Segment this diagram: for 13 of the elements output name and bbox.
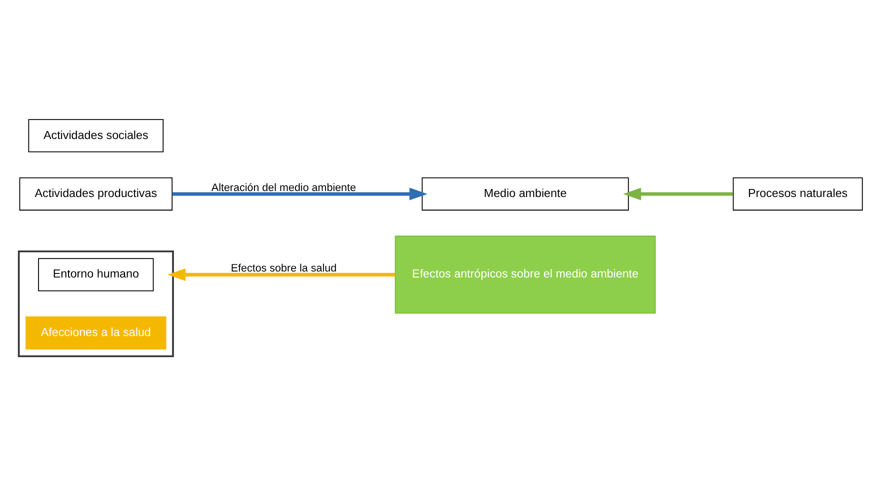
arrow: [168, 268, 396, 280]
arrow: [172, 187, 428, 200]
node-box: Entorno humano: [38, 258, 154, 291]
edge-label: Alteración del medio ambiente: [211, 181, 356, 194]
node-box: Afecciones a la salud: [26, 316, 166, 350]
node-box: Procesos naturales: [732, 176, 863, 210]
node-box: Medio ambiente: [422, 176, 629, 210]
edge-label: Efectos sobre la salud: [230, 262, 337, 274]
cluster: [18, 250, 174, 357]
node-box: Efectos antrópicos sobre el medio ambiente: [394, 235, 656, 314]
node-box: Actividades productivas: [19, 176, 173, 210]
node-box: Actividades sociales: [28, 118, 164, 152]
arrow: [623, 187, 733, 200]
